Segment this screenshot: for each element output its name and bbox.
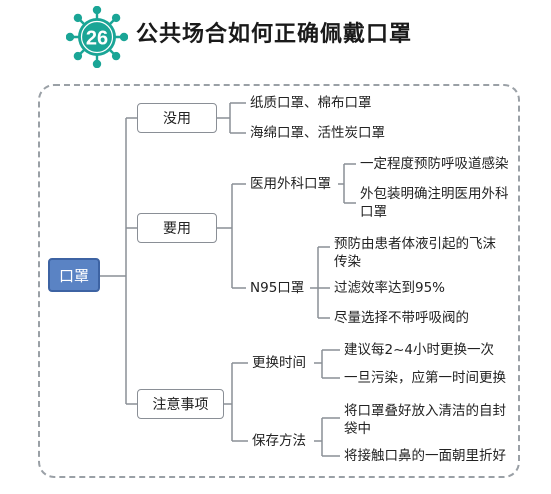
time-item-contaminated: 一旦污染，应第一时间更换 — [344, 370, 506, 386]
root-node-mask: 口罩 — [48, 258, 100, 292]
page-title: 公共场合如何正确佩戴口罩 — [136, 22, 413, 47]
surgical-item-package: 外包装明确注明医用外科口罩 — [360, 186, 509, 220]
node-n95-mask: N95口罩 — [250, 280, 305, 296]
node-needed: 要用 — [137, 213, 217, 243]
storage-item-fold: 将接触口鼻的一面朝里折好 — [344, 448, 506, 464]
node-storage: 保存方法 — [252, 433, 306, 449]
n95-item-efficiency: 过滤效率达到95% — [334, 280, 446, 296]
useless-item-paper-cotton: 纸质口罩、棉布口罩 — [250, 95, 372, 111]
node-notes: 注意事项 — [137, 389, 224, 419]
diagram-frame — [38, 84, 520, 478]
node-replace-time: 更换时间 — [252, 355, 306, 371]
storage-item-bag: 将口罩叠好放入清洁的自封袋中 — [344, 403, 506, 437]
badge-number: 26 — [86, 28, 108, 50]
surgical-item-prevent: 一定程度预防呼吸道感染 — [360, 156, 509, 172]
node-surgical-mask: 医用外科口罩 — [250, 176, 331, 192]
node-useless: 没用 — [137, 103, 217, 133]
header: 26 公共场合如何正确佩戴口罩 — [0, 0, 551, 70]
virus-badge-icon: 26 — [66, 6, 128, 68]
n95-item-no-valve: 尽量选择不带呼吸阀的 — [334, 310, 469, 326]
time-item-interval: 建议每2~4小时更换一次 — [344, 342, 494, 358]
n95-item-droplet: 预防由患者体液引起的飞沫传染 — [334, 236, 496, 270]
useless-item-sponge-carbon: 海绵口罩、活性炭口罩 — [250, 125, 385, 141]
